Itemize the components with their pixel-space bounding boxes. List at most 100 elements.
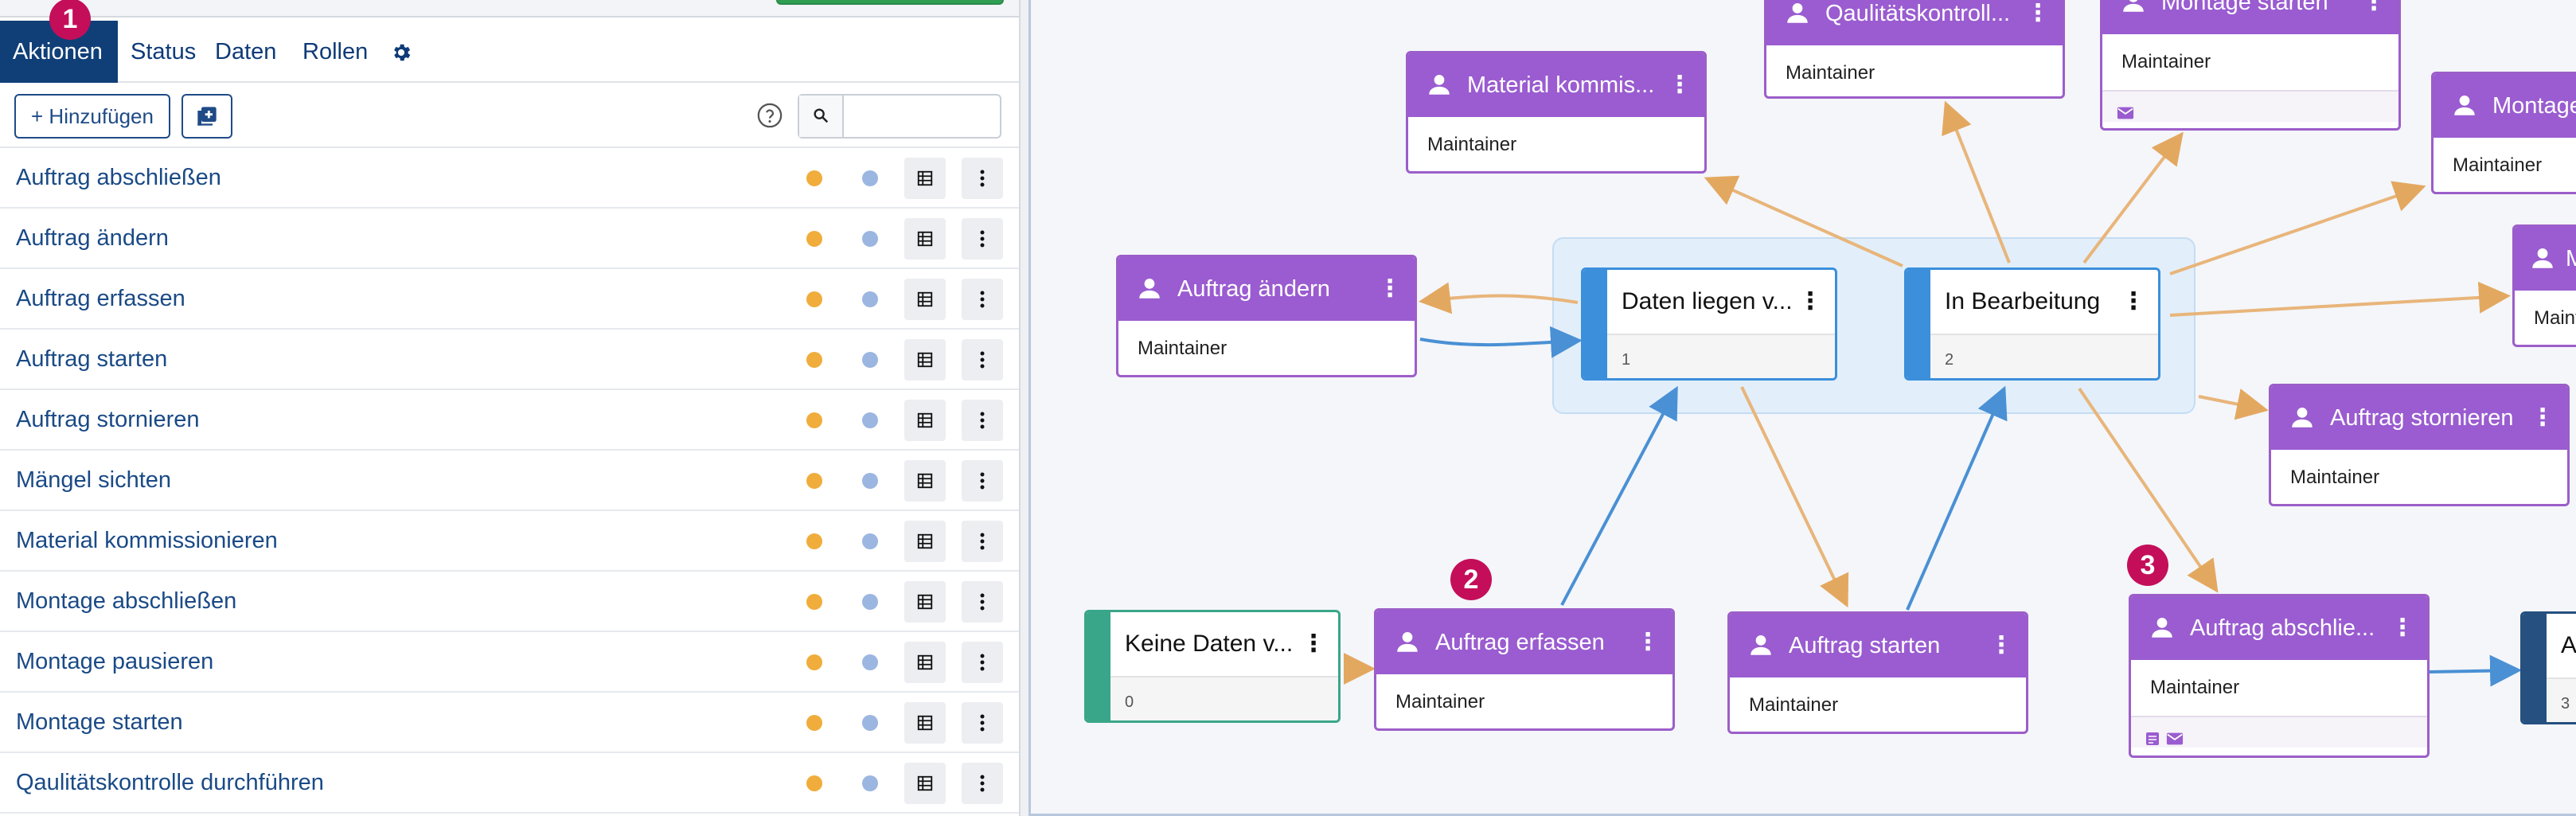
document-icon	[2146, 732, 2159, 745]
status-node-in-bearbeitung[interactable]: In Bearbeitung ⋮ 2	[1904, 267, 2160, 381]
add-copy-button[interactable]	[181, 94, 232, 139]
arrow-to-qualitaet	[1942, 100, 2011, 264]
list-item[interactable]: Montage starten	[0, 693, 1019, 753]
more-menu-button[interactable]	[962, 218, 1003, 260]
action-node-auftrag-stornieren[interactable]: Auftrag stornieren ⋮ Maintainer	[2269, 384, 2570, 506]
more-menu-button[interactable]	[962, 400, 1003, 441]
panel-splitter[interactable]	[1019, 0, 1028, 816]
blue-status-dot	[862, 533, 878, 549]
action-node-auftrag-aendern[interactable]: Auftrag ändern ⋮ Maintainer	[1116, 255, 1417, 377]
orange-status-dot	[806, 412, 822, 428]
arrow-to-material	[1704, 175, 1903, 267]
search-input[interactable]	[845, 97, 997, 135]
user-icon	[1751, 634, 1771, 655]
kebab-icon	[980, 775, 985, 792]
node-menu-icon[interactable]: ⋮	[1798, 288, 1822, 314]
node-menu-icon[interactable]: ⋮	[1989, 632, 2013, 658]
action-node-auftrag-abschliessen[interactable]: Auftrag abschlie... ⋮ Maintainer	[2129, 594, 2430, 758]
kebab-icon	[980, 472, 985, 490]
table-icon-button[interactable]	[904, 642, 946, 683]
table-icon-button[interactable]	[904, 460, 946, 502]
kebab-icon	[980, 351, 985, 369]
actions-toolbar: + Hinzufügen	[0, 84, 1019, 148]
table-icon-button[interactable]	[904, 581, 946, 623]
more-menu-button[interactable]	[962, 158, 1003, 199]
action-node-montage-starten[interactable]: Montage starten ⋮ Maintainer	[2100, 0, 2401, 131]
node-menu-icon[interactable]: ⋮	[1668, 72, 1692, 98]
more-menu-button[interactable]	[962, 763, 1003, 804]
node-menu-icon[interactable]: ⋮	[1636, 629, 1660, 655]
search-icon	[799, 96, 844, 137]
list-item[interactable]: Auftrag stornieren	[0, 390, 1019, 451]
status-node-daten-liegen-vor[interactable]: Daten liegen v... ⋮ 1	[1581, 267, 1837, 381]
node-menu-icon[interactable]: ⋮	[1302, 631, 1325, 657]
status-node-keine-daten[interactable]: Keine Daten v... ⋮ 0	[1084, 610, 1341, 723]
table-icon-button[interactable]	[904, 218, 946, 260]
node-menu-icon[interactable]: ⋮	[2531, 404, 2555, 431]
tab-status[interactable]: Status	[131, 39, 197, 64]
table-icon-button[interactable]	[904, 279, 946, 320]
blue-status-dot	[862, 352, 878, 368]
more-menu-button[interactable]	[962, 279, 1003, 320]
action-node-material[interactable]: Material kommis... ⋮ Maintainer	[1406, 51, 1707, 174]
help-icon[interactable]	[756, 102, 783, 133]
more-menu-button[interactable]	[962, 581, 1003, 623]
list-item[interactable]: Qaulitätskontrolle durchführen	[0, 753, 1019, 814]
table-icon-button[interactable]	[904, 158, 946, 199]
orange-status-dot	[806, 654, 822, 670]
node-menu-icon[interactable]: ⋮	[2121, 288, 2145, 314]
arrow-daten-to-auftrag-aendern	[1419, 282, 1579, 314]
node-menu-icon[interactable]: ⋮	[2391, 615, 2414, 641]
list-item[interactable]: Material kommissionieren	[0, 511, 1019, 572]
more-menu-button[interactable]	[962, 642, 1003, 683]
add-button[interactable]: + Hinzufügen	[14, 94, 170, 139]
list-item[interactable]: Auftrag abschließen	[0, 148, 1019, 209]
action-node-montage-right[interactable]: Montage Maintainer	[2431, 72, 2576, 194]
gear-icon[interactable]	[390, 41, 412, 64]
more-menu-button[interactable]	[962, 460, 1003, 502]
list-item[interactable]: Auftrag starten	[0, 330, 1019, 390]
list-item[interactable]: Auftrag erfassen	[0, 269, 1019, 330]
table-icon-button[interactable]	[904, 763, 946, 804]
table-icon	[917, 170, 933, 186]
orange-status-dot	[806, 533, 822, 549]
search-box	[798, 94, 1001, 139]
list-item[interactable]: Mängel sichten	[0, 451, 1019, 511]
node-menu-icon[interactable]: ⋮	[2026, 0, 2050, 26]
table-icon-button[interactable]	[904, 339, 946, 381]
user-icon	[2292, 407, 2313, 428]
table-icon-button[interactable]	[904, 702, 946, 744]
action-node-qualitaet[interactable]: Qaulitätskontroll... ⋮ Maintainer	[1764, 0, 2065, 99]
table-icon	[917, 291, 933, 307]
save-button[interactable]	[776, 0, 1004, 5]
tab-rollen[interactable]: Rollen	[302, 39, 369, 64]
node-menu-icon[interactable]: ⋮	[2362, 0, 2386, 15]
table-icon-button[interactable]	[904, 400, 946, 441]
actions-panel: Aktionen Status Daten Rollen 1 + Hinzufü…	[0, 0, 1019, 816]
tab-daten[interactable]: Daten	[215, 39, 277, 64]
node-menu-icon[interactable]: ⋮	[1378, 275, 1402, 302]
list-item[interactable]: Montage pausieren	[0, 632, 1019, 693]
table-icon-button[interactable]	[904, 521, 946, 562]
action-node-header: Auftrag starten ⋮	[1730, 614, 2026, 677]
table-icon	[917, 775, 933, 791]
user-icon	[2532, 248, 2553, 268]
status-node-right-cut[interactable]: Al 3	[2520, 611, 2576, 724]
more-menu-button[interactable]	[962, 521, 1003, 562]
more-menu-button[interactable]	[962, 339, 1003, 381]
table-icon	[917, 231, 933, 247]
user-icon	[1429, 74, 1450, 95]
action-node-header: Auftrag stornieren ⋮	[2271, 386, 2567, 450]
list-item[interactable]: Montage abschließen	[0, 572, 1019, 632]
action-node-right-cut[interactable]: M Maint	[2512, 224, 2576, 347]
action-node-auftrag-starten[interactable]: Auftrag starten ⋮ Maintainer	[1727, 611, 2028, 734]
more-menu-button[interactable]	[962, 702, 1003, 744]
blue-status-dot	[862, 715, 878, 731]
list-item[interactable]: Auftrag ändern	[0, 209, 1019, 269]
kebab-icon	[980, 230, 985, 248]
arrow-to-right-node	[2169, 281, 2511, 317]
action-node-auftrag-erfassen[interactable]: Auftrag erfassen ⋮ Maintainer	[1374, 608, 1675, 731]
step-badge-2: 2	[1450, 559, 1492, 600]
action-node-header: Auftrag erfassen ⋮	[1376, 611, 1672, 674]
